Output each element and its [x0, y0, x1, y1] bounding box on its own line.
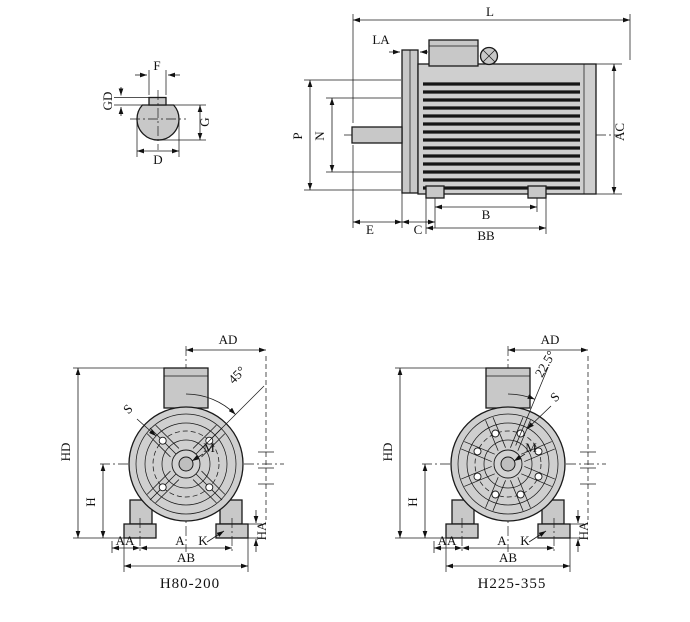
- dim-HD: HD: [380, 367, 486, 539]
- dim-LA: LA: [372, 32, 428, 55]
- dim-label-HD: HD: [58, 443, 73, 462]
- motor-side-view: L LA P N AC E: [290, 4, 631, 243]
- dim-label-G: G: [197, 117, 212, 126]
- lifting-eye-bolt: [479, 46, 499, 66]
- dim-BB: BB: [425, 198, 547, 243]
- cooling-fins: [423, 82, 580, 190]
- dim-label-E: E: [366, 222, 374, 237]
- dim-E: E: [352, 145, 403, 237]
- dim-label-AB: AB: [499, 550, 517, 565]
- dim-H: H: [405, 464, 428, 538]
- dim-label-F: F: [153, 58, 160, 73]
- label-S: S: [120, 401, 157, 437]
- bolt-holes: [473, 429, 543, 499]
- dim-label-HA: HA: [576, 521, 591, 540]
- dim-label-B: B: [482, 207, 491, 222]
- model-label-h80-200: H80-200: [160, 576, 220, 592]
- dim-label-C: C: [414, 222, 423, 237]
- dim-P: P: [290, 79, 401, 191]
- model-label-h225-355: H225-355: [478, 576, 547, 592]
- dim-H: H: [83, 464, 106, 538]
- dim-L: L: [352, 4, 631, 123]
- dim-label-H: H: [405, 497, 420, 506]
- dim-AB: AB: [123, 538, 249, 572]
- label-M: M: [513, 440, 537, 462]
- terminal-box-side: [428, 39, 479, 67]
- frame-circles: [450, 406, 566, 522]
- front-view-h80-200: AD 45° S M HD H AA: [58, 332, 284, 592]
- dim-label-S: S: [547, 389, 563, 405]
- dim-label-HA: HA: [254, 521, 269, 540]
- radial-fins: [461, 417, 555, 511]
- key: [148, 96, 167, 106]
- side-ticks: [258, 451, 274, 485]
- dim-D: D: [136, 119, 180, 167]
- label-M: M: [191, 440, 215, 462]
- dim-AD: AD: [186, 332, 267, 520]
- dim-label-P: P: [290, 132, 305, 139]
- dim-label-H: H: [83, 497, 98, 506]
- dim-label-LA: LA: [372, 32, 390, 47]
- dim-AA: AA: [433, 533, 462, 553]
- dim-GD: GD: [100, 87, 149, 116]
- mounting-feet: [445, 499, 571, 554]
- dim-HD: HD: [58, 367, 164, 539]
- dim-label-AD: AD: [219, 332, 238, 347]
- mounting-feet-side: [425, 185, 547, 199]
- dim-label-L: L: [486, 4, 494, 19]
- dim-label-M: M: [525, 440, 537, 455]
- dim-label-D: D: [153, 152, 162, 167]
- dim-HA: HA: [248, 510, 269, 552]
- dim-label-S: S: [120, 401, 136, 417]
- dim-C: C: [402, 198, 436, 237]
- dim-A-K: A K: [462, 530, 554, 551]
- dim-HA: HA: [570, 510, 591, 552]
- dim-label-AA: AA: [116, 533, 135, 548]
- dim-label-AB: AB: [177, 550, 195, 565]
- dim-A-K: A K: [140, 530, 232, 551]
- dim-F: F: [135, 58, 180, 95]
- shaft: [351, 126, 403, 144]
- dim-AA: AA: [111, 533, 140, 553]
- terminal-box-front: [485, 367, 531, 409]
- mounting-feet: [123, 499, 249, 554]
- dim-label-A: A: [497, 533, 507, 548]
- shaft-end-view: F GD G D: [100, 58, 212, 167]
- dim-label-GD: GD: [100, 92, 115, 111]
- dim-G: G: [158, 104, 212, 141]
- front-view-h225-355: AD 22.5° S M HD H AA: [380, 332, 606, 592]
- dim-label-K: K: [198, 533, 208, 548]
- dim-label-N: N: [312, 131, 327, 141]
- side-ticks: [580, 451, 596, 485]
- dim-label-AC: AC: [612, 123, 627, 141]
- dim-label-K: K: [520, 533, 530, 548]
- dim-AC: AC: [596, 63, 627, 195]
- dim-AB: AB: [445, 538, 571, 572]
- dim-label-BB: BB: [477, 228, 495, 243]
- dim-label-AA: AA: [438, 533, 457, 548]
- dim-label-AD: AD: [541, 332, 560, 347]
- terminal-box-front: [163, 367, 209, 409]
- dim-label-HD: HD: [380, 443, 395, 462]
- dim-AD: AD: [508, 332, 589, 520]
- angle-label: 45°: [225, 363, 248, 386]
- dim-label-M: M: [203, 440, 215, 455]
- dim-N: N: [312, 97, 401, 173]
- dim-B: B: [435, 198, 538, 222]
- angle-label: 22.5°: [532, 348, 559, 380]
- dim-label-A: A: [175, 533, 185, 548]
